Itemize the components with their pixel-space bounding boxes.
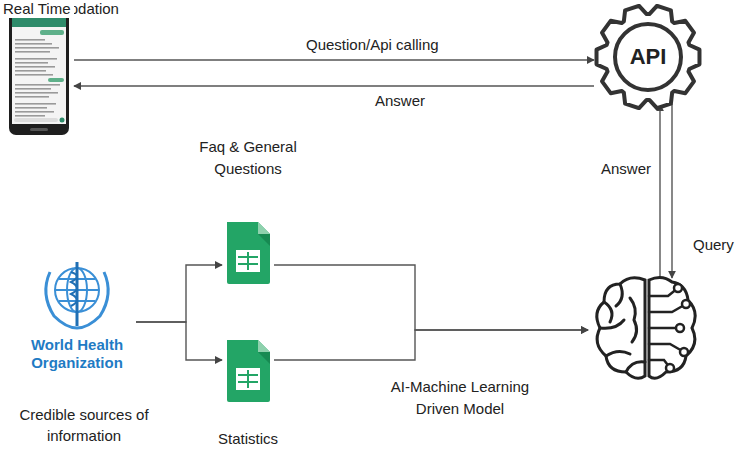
node-text: Statistics bbox=[198, 430, 298, 448]
spreadsheet-icon: Statistics bbox=[224, 338, 272, 404]
phone-icon-art bbox=[8, 8, 70, 136]
node-text: Faq & General Questions bbox=[176, 136, 320, 180]
api-gear: API bbox=[592, 4, 704, 110]
node-text: Credible sources of information bbox=[4, 404, 164, 446]
connector-arrow bbox=[74, 59, 594, 60]
connector-arrow bbox=[274, 330, 588, 360]
connector-arrow bbox=[136, 322, 222, 360]
edge-label: Question/Api calling bbox=[303, 36, 442, 54]
edge-label: Query bbox=[690, 236, 737, 254]
connector-arrow bbox=[274, 265, 588, 330]
connector-arrow bbox=[671, 104, 672, 278]
node-text: World Health Organization bbox=[17, 336, 137, 372]
node-text: API bbox=[592, 44, 704, 70]
spreadsheet-icon-art bbox=[224, 220, 272, 286]
edge-label: Answer bbox=[372, 92, 428, 110]
spreadsheet-icon: Faq & General Questions bbox=[224, 220, 272, 286]
edge-label: Real Time bbox=[0, 0, 74, 18]
spreadsheet-icon-art bbox=[224, 338, 272, 404]
node-text: AI-Machine Learning Driven Model bbox=[380, 376, 540, 420]
connector-arrow bbox=[136, 265, 222, 322]
who-logo: World Health OrganizationCredible source… bbox=[22, 258, 132, 376]
connector-arrow bbox=[659, 104, 660, 278]
edge-label: Answer bbox=[598, 160, 654, 178]
phone-icon bbox=[8, 8, 70, 136]
ai-brain: AI-Machine Learning Driven Model bbox=[590, 272, 704, 384]
ai-brain-art bbox=[590, 272, 704, 384]
connector-arrow bbox=[74, 85, 594, 86]
